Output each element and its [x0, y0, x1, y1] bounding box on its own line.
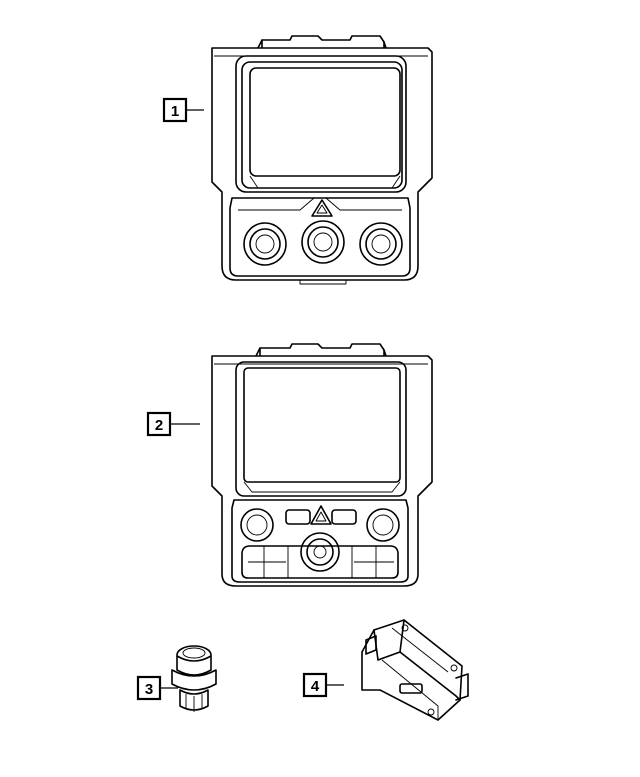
knob-icon [243, 222, 287, 266]
knob-icon [359, 222, 403, 266]
callout-1-label: 1 [171, 103, 179, 120]
callout-4-label: 4 [311, 678, 320, 695]
part-4-module [361, 619, 469, 721]
knob-icon [301, 220, 345, 264]
callout-2: 2 [146, 411, 200, 437]
callout-1: 1 [162, 97, 204, 123]
callout-3-label: 3 [145, 681, 153, 698]
hazard-icon [311, 199, 333, 217]
part-2-head-unit [211, 343, 433, 587]
hazard-icon [310, 505, 332, 525]
callout-4: 4 [302, 672, 344, 698]
part-1-head-unit [211, 35, 433, 285]
part-3-switch [171, 645, 217, 712]
callout-3: 3 [136, 675, 178, 701]
fan-knob-icon [300, 532, 340, 572]
callout-2-label: 2 [155, 417, 163, 434]
